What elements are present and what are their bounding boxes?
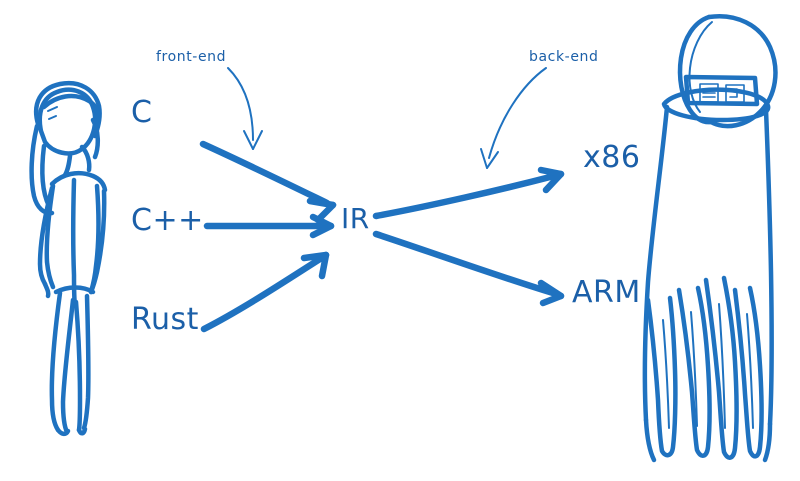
ir-label: IR — [341, 202, 370, 235]
source-label-c: C — [131, 95, 153, 130]
annotation-label-front-end: front-end — [156, 49, 227, 65]
arrow-rust-to-ir — [200, 251, 330, 333]
annotation-arrow-front-end — [227, 67, 263, 150]
source-label-rust: Rust — [131, 302, 199, 337]
target-label-arm: ARM — [572, 275, 641, 310]
target-label-x86: x86 — [583, 140, 641, 175]
arrow-c-to-ir — [199, 140, 337, 224]
arrow-ir-to-arm — [372, 230, 565, 307]
source-label-cpp: C++ — [131, 203, 204, 238]
panel-icon-lines — [699, 83, 719, 103]
annotation-label-back-end: back-end — [529, 49, 599, 65]
panel-icon-chip — [725, 84, 745, 103]
annotation-arrow-back-end — [480, 67, 547, 169]
arrow-cpp-to-ir — [203, 213, 335, 239]
arrow-ir-to-x86 — [372, 166, 565, 220]
stick-figure-person — [29, 80, 108, 437]
machine-hand — [642, 14, 778, 463]
